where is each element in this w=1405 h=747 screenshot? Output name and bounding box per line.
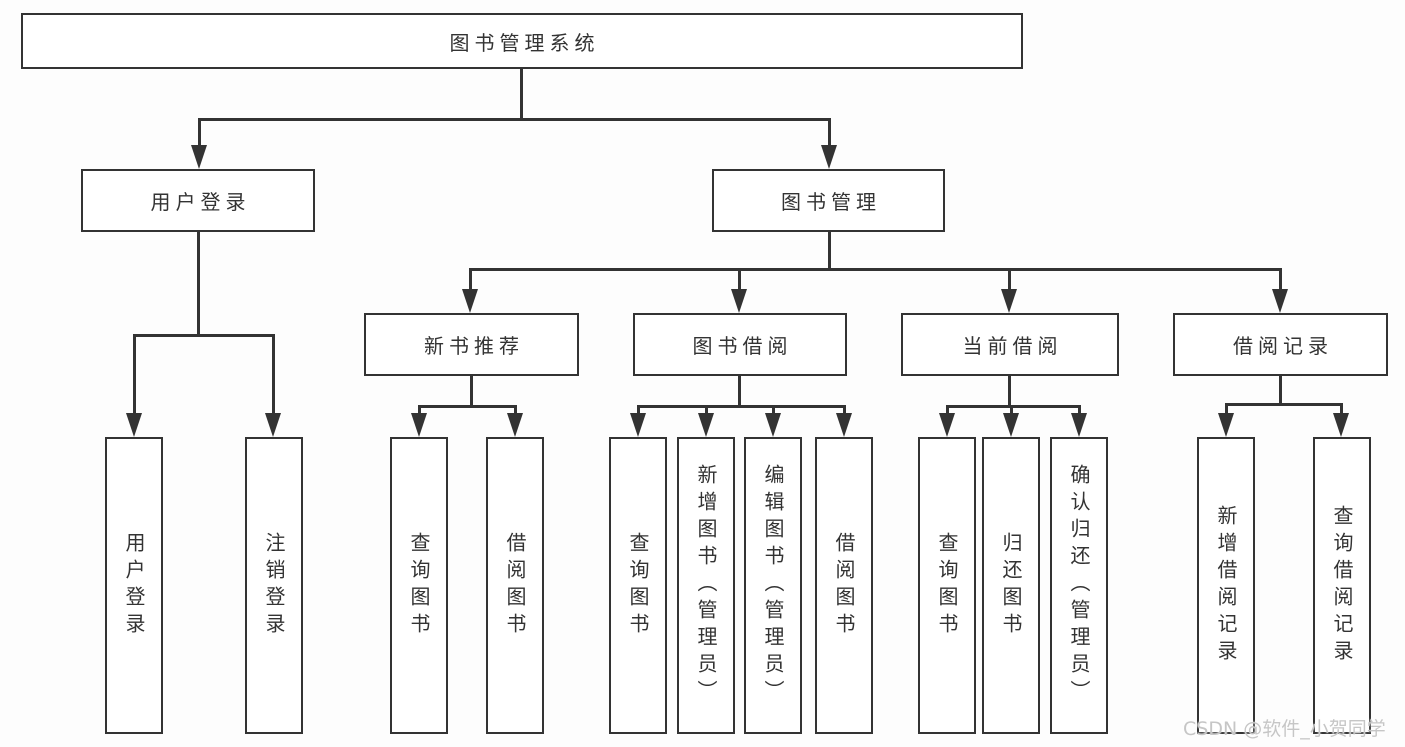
node-new-book-recommend: 新书推荐 xyxy=(364,313,579,376)
connector-line xyxy=(1279,268,1282,292)
connector-line xyxy=(1225,403,1228,415)
connector-line xyxy=(272,334,275,415)
connector-line xyxy=(1010,405,1013,415)
leaf-logout: 注销登录 xyxy=(245,437,303,734)
arrow-down-icon xyxy=(939,413,955,437)
arrow-down-icon xyxy=(1071,413,1087,437)
connector-line xyxy=(637,405,846,408)
arrow-down-icon xyxy=(698,413,714,437)
node-current-borrow: 当前借阅 xyxy=(901,313,1119,376)
csdn-watermark: CSDN @软件_小贺同学 xyxy=(1183,718,1386,740)
leaf-user-login-label: 用户登录 xyxy=(122,531,146,640)
arrow-down-icon xyxy=(1001,289,1017,313)
connector-line xyxy=(1078,405,1081,415)
node-current-borrow-label: 当前借阅 xyxy=(962,334,1063,358)
connector-line xyxy=(1008,268,1011,292)
arrow-down-icon xyxy=(1003,413,1019,437)
connector-line xyxy=(470,376,473,408)
arrow-down-icon xyxy=(462,289,478,313)
leaf-borrow-book-recommend: 借阅图书 xyxy=(486,437,544,734)
node-book-management: 图书管理 xyxy=(712,169,945,232)
leaf-query-book-recommend-label: 查询图书 xyxy=(407,531,431,640)
connector-line xyxy=(198,118,201,148)
leaf-query-borrow-record-label: 查询借阅记录 xyxy=(1330,504,1354,667)
connector-line xyxy=(828,118,831,148)
leaf-query-book-borrow-label: 查询图书 xyxy=(626,531,650,640)
leaf-query-borrow-record: 查询借阅记录 xyxy=(1313,437,1371,734)
connector-line xyxy=(843,405,846,415)
connector-line xyxy=(469,268,1282,271)
connector-line xyxy=(705,405,708,415)
connector-line xyxy=(1225,403,1343,406)
connector-line xyxy=(946,405,949,415)
node-borrow-records-label: 借阅记录 xyxy=(1233,334,1333,358)
arrow-down-icon xyxy=(765,413,781,437)
connector-line xyxy=(1340,403,1343,415)
leaf-borrow-book-recommend-label: 借阅图书 xyxy=(503,531,527,640)
leaf-return-book: 归还图书 xyxy=(982,437,1040,734)
leaf-confirm-return-admin-label: 确认归还（管理员） xyxy=(1067,464,1091,707)
arrow-down-icon xyxy=(126,413,142,437)
leaf-logout-label: 注销登录 xyxy=(262,531,286,640)
arrow-down-icon xyxy=(1333,413,1349,437)
leaf-borrow-book-borrow: 借阅图书 xyxy=(815,437,873,734)
node-book-borrow-label: 图书借阅 xyxy=(692,334,793,358)
connector-line xyxy=(738,376,741,408)
leaf-add-book-admin-label: 新增图书（管理员） xyxy=(694,464,718,707)
leaf-query-book-recommend: 查询图书 xyxy=(390,437,448,734)
leaf-query-book-current: 查询图书 xyxy=(918,437,976,734)
node-root: 图书管理系统 xyxy=(21,13,1023,69)
leaf-borrow-book-borrow-label: 借阅图书 xyxy=(832,531,856,640)
connector-line xyxy=(828,232,831,271)
arrow-down-icon xyxy=(836,413,852,437)
arrow-down-icon xyxy=(265,413,281,437)
leaf-confirm-return-admin: 确认归还（管理员） xyxy=(1050,437,1108,734)
connector-line xyxy=(946,405,1080,408)
node-user-login-label: 用户登录 xyxy=(150,190,251,214)
connector-line xyxy=(514,405,517,415)
arrow-down-icon xyxy=(1272,289,1288,313)
leaf-user-login: 用户登录 xyxy=(105,437,163,734)
arrow-down-icon xyxy=(1218,413,1234,437)
leaf-edit-book-admin: 编辑图书（管理员） xyxy=(744,437,802,734)
node-borrow-records: 借阅记录 xyxy=(1173,313,1388,376)
connector-line xyxy=(418,405,421,415)
node-book-management-label: 图书管理 xyxy=(781,190,881,214)
node-new-book-recommend-label: 新书推荐 xyxy=(424,334,524,358)
leaf-return-book-label: 归还图书 xyxy=(999,531,1023,640)
leaf-add-book-admin: 新增图书（管理员） xyxy=(677,437,735,734)
leaf-add-borrow-record-label: 新增借阅记录 xyxy=(1214,504,1238,667)
leaf-edit-book-admin-label: 编辑图书（管理员） xyxy=(761,464,785,707)
connector-line xyxy=(1279,376,1282,406)
connector-line xyxy=(197,232,200,337)
connector-line xyxy=(637,405,640,415)
connector-line xyxy=(738,268,741,292)
leaf-query-book-current-label: 查询图书 xyxy=(935,531,959,640)
node-book-borrow: 图书借阅 xyxy=(633,313,847,376)
connector-line xyxy=(520,67,523,120)
node-root-label: 图书管理系统 xyxy=(449,30,600,55)
arrow-down-icon xyxy=(821,145,837,169)
arrow-down-icon xyxy=(731,289,747,313)
connector-line xyxy=(469,268,472,292)
arrow-down-icon xyxy=(191,145,207,169)
connector-line xyxy=(133,334,136,415)
node-user-login: 用户登录 xyxy=(81,169,315,232)
connector-line xyxy=(418,405,517,408)
connector-line xyxy=(1008,376,1011,408)
connector-line xyxy=(133,334,275,337)
leaf-query-book-borrow: 查询图书 xyxy=(609,437,667,734)
connector-line xyxy=(772,405,775,415)
leaf-add-borrow-record: 新增借阅记录 xyxy=(1197,437,1255,734)
arrow-down-icon xyxy=(411,413,427,437)
arrow-down-icon xyxy=(507,413,523,437)
connector-line xyxy=(198,118,831,121)
arrow-down-icon xyxy=(630,413,646,437)
